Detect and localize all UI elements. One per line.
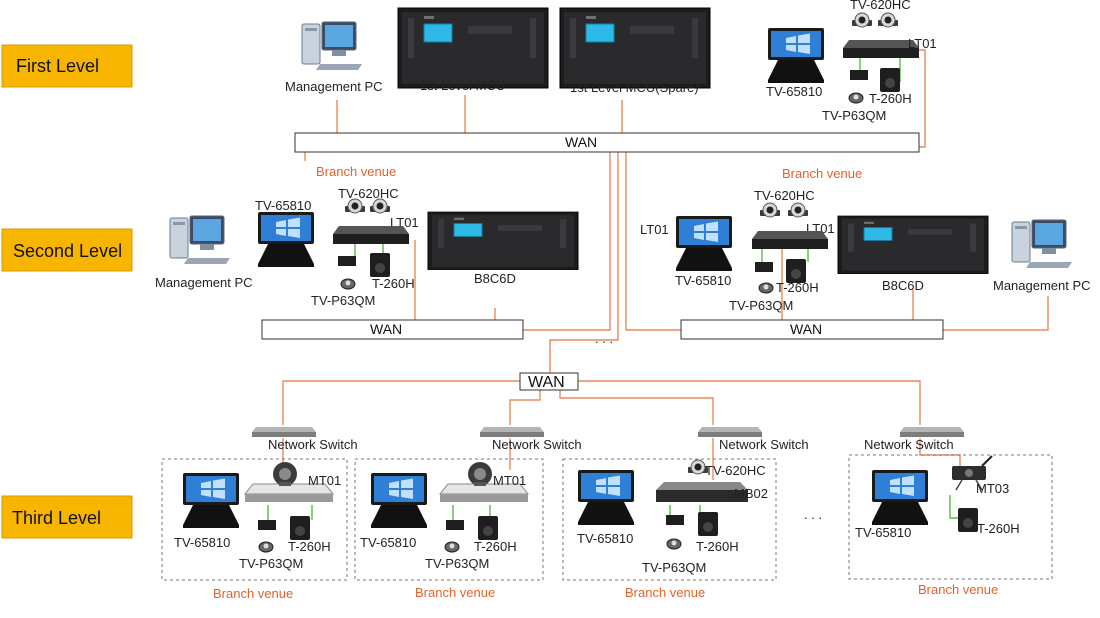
level-label-first: First Level [16,56,99,76]
third-venue-3-switch-label: Network Switch [719,437,809,452]
third-venue-1-venue-label: Branch venue [213,586,293,601]
level-badge-first: First Level [1,44,133,88]
third-venue-3-mic-label: TV-P63QM [642,560,706,575]
second-right-wan-bar: WAN [680,319,944,340]
second-left-camera-label: TV-620HC [338,186,399,201]
third-wan-label: WAN [528,374,565,391]
second-left-display-label: TV-65810 [255,198,311,213]
level-badge-second: Second Level [1,228,133,272]
third-venue-4-terminal-label: MT03 [976,481,1009,496]
level-label-second: Second Level [13,241,122,261]
second-level-ellipsis: . . . [595,331,613,346]
third-venue-3-speaker-label: T-260H [696,539,739,554]
third-venue-4-speaker-label: T-260H [977,521,1020,536]
first-wan-bar: WAN [294,132,920,153]
first-wan-label: WAN [565,134,597,150]
second-left-mcu-label: B8C6D [474,271,516,286]
third-venue-2-display-label: TV-65810 [360,535,416,550]
third-venue-1-speaker-label: T-260H [288,539,331,554]
third-venue-2-switch-label: Network Switch [492,437,582,452]
third-venue-4-display-label: TV-65810 [855,525,911,540]
second-left-mcu [427,211,579,271]
third-venue-2: Network Switch MT01 TV-65810 T-260H TV-P… [354,427,582,600]
first-display-label: TV-65810 [766,84,822,99]
first-codec-label: LT01 [908,36,937,51]
second-right-display-label: TV-65810 [675,273,731,288]
third-venue-3-terminal-label: MB02 [734,486,768,501]
level-badge-third: Third Level [1,495,133,539]
second-right-mcu [837,215,989,275]
second-right-management-pc [1011,219,1073,269]
third-venue-3: Network Switch TV-620HC MB02 TV-65810 T-… [562,427,809,600]
level-label-third: Third Level [12,508,101,528]
second-right-venue-label: Branch venue [782,166,862,181]
second-left-venue-label: Branch venue [316,164,396,179]
second-right-display-codec-label: LT01 [640,222,669,237]
third-venue-1-mic-label: TV-P63QM [239,556,303,571]
second-left-wan-label: WAN [370,321,402,337]
third-venue-1-terminal-label: MT01 [308,473,341,488]
first-mcu-label: 1st Level MCU [420,78,505,93]
third-level-ellipsis: . . . [804,507,822,522]
second-right-mic-label: TV-P63QM [729,298,793,313]
first-level-mcu [397,7,549,89]
second-left-speaker-label: T-260H [372,276,415,291]
third-venue-1: Network Switch MT01 TV-65810 T-260H TV-P… [161,427,358,601]
second-right-speaker-label: T-260H [776,280,819,295]
first-level-management-pc [301,21,363,71]
second-right-wan-label: WAN [790,321,822,337]
second-right-mcu-label: B8C6D [882,278,924,293]
second-left-management-pc [169,215,231,265]
first-mic-label: TV-P63QM [822,108,886,123]
second-right-management-pc-label: Management PC [993,278,1091,293]
third-venue-1-display-label: TV-65810 [174,535,230,550]
third-venue-2-speaker-label: T-260H [474,539,517,554]
first-management-pc-label: Management PC [285,79,383,94]
third-venue-3-camera-label: TV-620HC [705,463,766,478]
third-venue-3-display-label: TV-65810 [577,531,633,546]
third-venue-4: Network Switch MT03 TV-65810 T-260H Bran… [848,427,1053,597]
third-venue-4-venue-label: Branch venue [918,582,998,597]
third-wan-box: WAN [519,372,579,391]
second-left-mic-label: TV-P63QM [311,293,375,308]
second-left-management-pc-label: Management PC [155,275,253,290]
third-venue-4-switch-label: Network Switch [864,437,954,452]
first-camera-label: TV-620HC [850,0,911,12]
first-speaker-label: T-260H [869,91,912,106]
first-mcu-spare-label: 1st Level MCU(Spare) [570,80,699,95]
third-venue-2-venue-label: Branch venue [415,585,495,600]
second-left-wan-bar: WAN [261,319,524,340]
third-venue-2-mic-label: TV-P63QM [425,556,489,571]
third-venue-3-venue-label: Branch venue [625,585,705,600]
third-venue-1-switch-label: Network Switch [268,437,358,452]
first-level-mcu-spare [559,7,711,89]
second-right-camera-label: TV-620HC [754,188,815,203]
third-venue-2-terminal-label: MT01 [493,473,526,488]
